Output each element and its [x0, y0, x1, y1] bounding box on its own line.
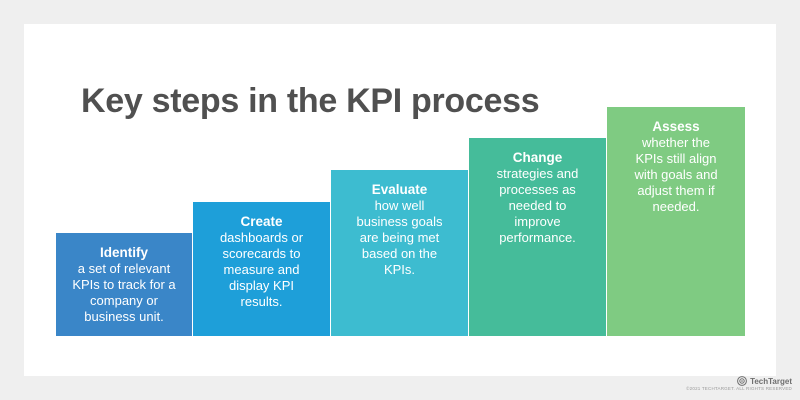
- page-title: Key steps in the KPI process: [81, 82, 540, 120]
- step-identify: Identify a set of relevant KPIs to track…: [56, 233, 192, 336]
- step-description: dashboards or scorecards to measure and …: [219, 230, 304, 309]
- step-evaluate: Evaluate how well business goals are bei…: [331, 170, 468, 336]
- step-description: strategies and processes as needed to im…: [496, 166, 579, 245]
- step-heading: Identify: [99, 245, 148, 260]
- step-heading: Create: [240, 214, 283, 229]
- step-description: how well business goals are being met ba…: [356, 198, 443, 277]
- step-heading: Assess: [652, 119, 700, 134]
- techtarget-logo-icon: [737, 376, 747, 386]
- step-description: whether the KPIs still align with goals …: [634, 135, 718, 214]
- step-heading: Change: [512, 150, 563, 165]
- step-change: Change strategies and processes as neede…: [469, 138, 606, 336]
- step-assess: Assess whether the KPIs still align with…: [607, 107, 745, 336]
- step-description: a set of relevant KPIs to track for a co…: [72, 261, 176, 324]
- infographic-card: Key steps in the KPI process Identify a …: [24, 24, 776, 376]
- step-heading: Evaluate: [371, 182, 428, 197]
- brand-name: TechTarget: [750, 376, 792, 386]
- step-create: Create dashboards or scorecards to measu…: [193, 202, 330, 336]
- brand-footer: TechTarget ©2021 TECHTARGET. ALL RIGHTS …: [686, 376, 792, 392]
- copyright-text: ©2021 TECHTARGET. ALL RIGHTS RESERVED: [686, 386, 792, 391]
